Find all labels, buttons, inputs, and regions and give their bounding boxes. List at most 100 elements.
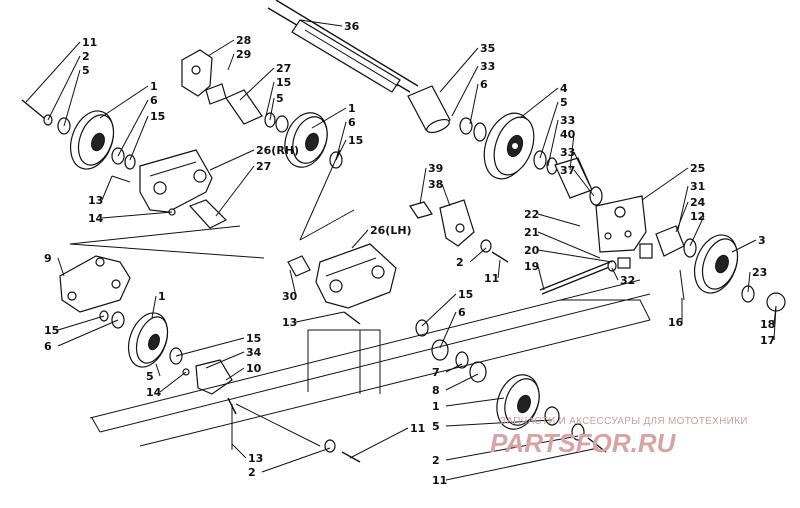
part-callout-label: 16 — [668, 316, 684, 329]
callout-leader — [611, 267, 619, 281]
callout-leader — [57, 315, 105, 331]
part-callout-label: 38 — [428, 178, 443, 191]
callout-leader — [155, 363, 161, 377]
part-callout-label: 30 — [282, 290, 298, 303]
callout-leader — [537, 213, 581, 227]
part-callout-label: 2 — [456, 256, 464, 269]
arm-part-26-lh — [315, 243, 397, 309]
callout-leader — [773, 305, 777, 341]
cap-part-18 — [741, 285, 786, 312]
wheel-part-1-bottom — [496, 374, 607, 453]
wheel-part-1-left — [21, 99, 136, 170]
bolt-part-11-mid — [491, 251, 509, 263]
wheel-part-1-mid — [99, 310, 183, 368]
sleeve-part-27-rh — [188, 199, 228, 229]
callout-leader — [25, 41, 81, 103]
part-callout-label: 28 — [236, 34, 251, 47]
callout-leader — [441, 183, 451, 207]
callout-leader — [351, 229, 369, 249]
callout-leader — [641, 167, 689, 201]
part-callout-label: 20 — [524, 244, 540, 257]
callout-leader — [57, 257, 65, 277]
part-callout-label: 15 — [246, 332, 261, 345]
callout-leader — [445, 363, 463, 373]
bracket-part-25 — [595, 195, 647, 253]
callout-leader — [445, 373, 479, 391]
part-callout-label: 32 — [620, 274, 635, 287]
callout-leader — [675, 201, 689, 233]
callout-leader — [451, 65, 479, 117]
part-callout-label: 6 — [480, 78, 488, 91]
part-callout-label: 34 — [246, 346, 262, 359]
part-callout-label: 17 — [760, 334, 775, 347]
part-callout-label: 5 — [146, 370, 154, 383]
part-callout-label: 40 — [560, 128, 576, 141]
part-callout-label: 25 — [690, 162, 705, 175]
part-callout-label: 11 — [484, 272, 499, 285]
callout-leader — [439, 311, 457, 349]
part-callout-label: 15 — [276, 76, 291, 89]
arm-part-26-rh — [139, 149, 213, 213]
callout-leader — [209, 149, 255, 171]
callout-leader — [469, 83, 479, 125]
part-callout-label: 3 — [758, 234, 766, 247]
part-callout-label: 2 — [82, 50, 90, 63]
part-callout-label: 36 — [344, 20, 360, 33]
part-callout-label: 26(LH) — [370, 224, 412, 237]
callout-leader — [239, 67, 275, 101]
callout-leader — [335, 121, 347, 161]
part-callout-label: 11 — [82, 36, 97, 49]
part-callout-label: 13 — [282, 316, 297, 329]
callout-leader — [231, 443, 247, 459]
part-callout-label: 35 — [480, 42, 495, 55]
callout-leader — [311, 107, 347, 129]
part-callout-label: 19 — [524, 260, 539, 273]
adjuster-bolt-part-19 — [539, 257, 631, 295]
part-callout-label: 6 — [458, 306, 466, 319]
callout-leader — [151, 295, 157, 319]
callout-leader — [419, 167, 427, 205]
callout-leader — [547, 119, 559, 167]
part-callout-label: 5 — [82, 64, 90, 77]
spacer-stack-right — [459, 117, 603, 206]
part-callout-label: 29 — [236, 48, 251, 61]
part-callout-label: 27 — [256, 160, 271, 173]
callout-leader — [99, 85, 149, 119]
bolt-part-11-bottom — [324, 439, 361, 463]
part-callout-label: 27 — [276, 62, 291, 75]
callout-leader — [445, 435, 579, 461]
bracket-part-38 — [409, 199, 475, 247]
callout-leader — [445, 447, 599, 481]
part-callout-label: 11 — [410, 422, 425, 435]
part-callout-label: 21 — [524, 226, 539, 239]
part-callout-label: 33 — [560, 146, 575, 159]
part-callout-label: 12 — [690, 210, 705, 223]
part-callout-label: 13 — [248, 452, 263, 465]
part-callout-label: 13 — [88, 194, 103, 207]
part-callout-label: 14 — [146, 386, 162, 399]
callout-leader — [289, 269, 297, 297]
callout-leader — [269, 97, 275, 121]
callout-leader — [421, 293, 457, 327]
callout-leader — [689, 215, 705, 247]
callout-leader — [227, 53, 235, 71]
axle-bracket-part-28 — [181, 49, 227, 105]
callout-leader — [573, 169, 595, 197]
callout-leader — [101, 211, 173, 219]
bracket-part-34 — [182, 359, 237, 415]
callout-leader — [261, 447, 331, 473]
washer-part-2-mid — [480, 239, 492, 253]
callout-leader — [497, 259, 501, 279]
tensioner-block-part-24 — [639, 225, 697, 259]
part-callout-label: 15 — [44, 324, 59, 337]
callout-leader — [265, 81, 275, 117]
callout-leader — [299, 19, 343, 27]
part-callout-label: 31 — [690, 180, 705, 193]
spacer-stack-bottom — [415, 319, 487, 383]
part-callout-label: 1 — [432, 400, 440, 413]
callout-leader — [537, 231, 601, 259]
callout-leader — [445, 419, 553, 427]
part-callout-label: 4 — [560, 82, 568, 95]
